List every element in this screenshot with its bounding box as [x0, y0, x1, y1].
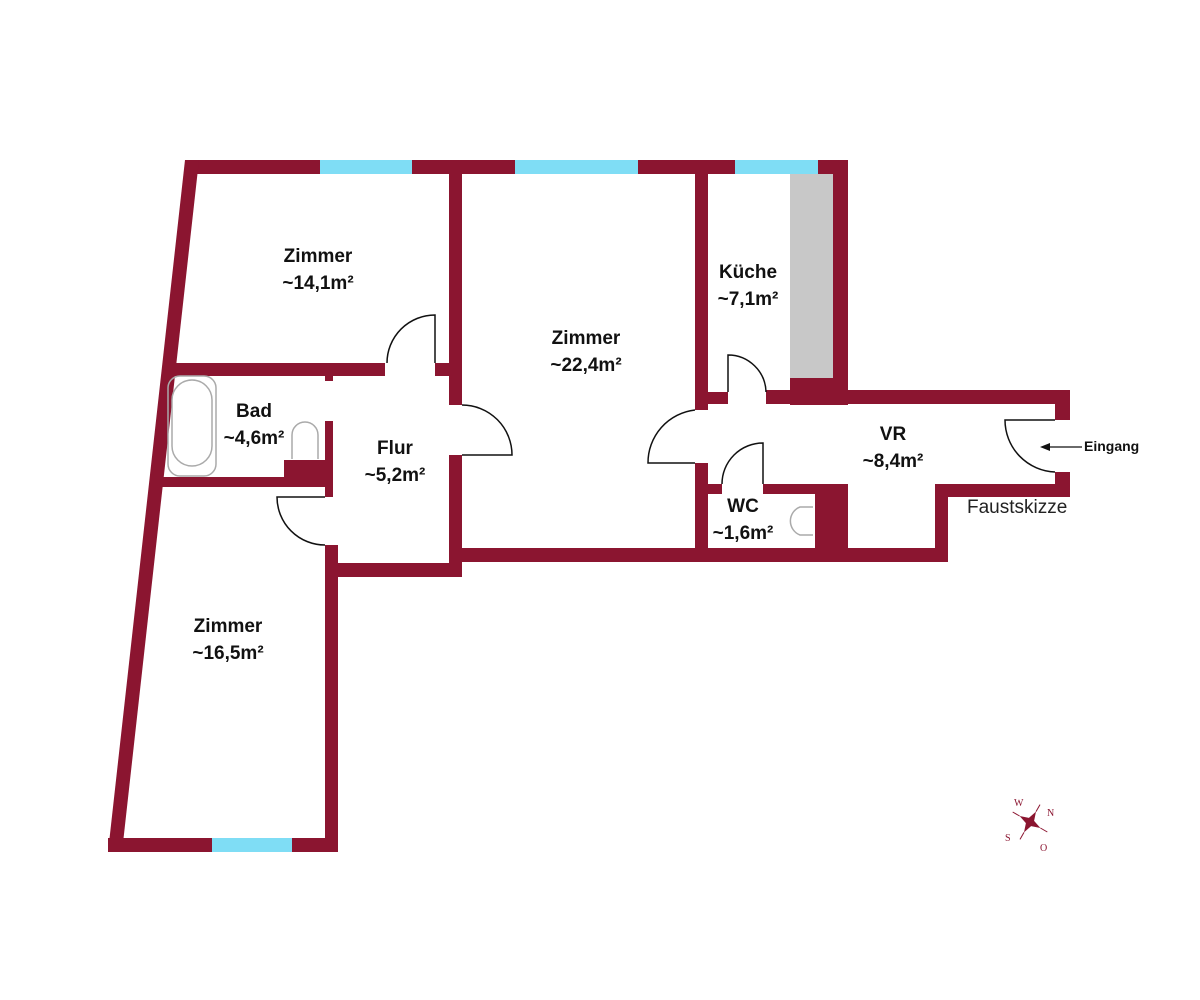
room-name: VR	[879, 424, 907, 445]
compass-n: N	[1047, 808, 1054, 819]
entrance-label: Eingang	[1084, 438, 1140, 454]
room-name: Flur	[377, 438, 413, 459]
room-name: Bad	[236, 401, 272, 422]
room-label-flur: Flur ~5,2m²	[365, 435, 426, 489]
door-zimmer-3	[276, 496, 326, 546]
compass-icon	[1012, 804, 1048, 840]
toilet-bad	[291, 421, 319, 459]
door-zimmer-1	[386, 314, 436, 364]
room-label-zimmer-16: Zimmer ~16,5m²	[192, 613, 263, 667]
room-area: ~5,2m²	[364, 465, 426, 486]
room-name: Zimmer	[283, 246, 353, 267]
door-vr	[647, 409, 696, 464]
entrance-arrow	[1040, 443, 1082, 451]
room-area: ~8,4m²	[862, 451, 924, 472]
toilet-wc	[789, 506, 813, 536]
room-name: Zimmer	[193, 616, 263, 637]
door-zimmer-2	[461, 404, 513, 456]
room-area: ~22,4m²	[550, 355, 622, 376]
kitchen-counter	[790, 174, 833, 378]
windows	[212, 160, 818, 852]
compass-o: O	[1040, 843, 1047, 854]
room-name: WC	[727, 496, 759, 517]
compass-labels: W N S O	[1005, 798, 1054, 854]
room-area: ~1,6m²	[712, 523, 774, 544]
bathtub	[167, 375, 217, 477]
door-wc	[721, 442, 764, 485]
room-label-bad: Bad ~4,6m²	[224, 398, 285, 452]
bathtub-inner	[171, 379, 213, 467]
room-name: Küche	[718, 262, 778, 283]
room-area: ~7,1m²	[717, 289, 779, 310]
room-label-wc: WC ~1,6m²	[713, 493, 774, 547]
fixtures	[167, 375, 813, 536]
room-label-vr: VR ~8,4m²	[863, 421, 924, 475]
room-label-kueche: Küche ~7,1m²	[718, 259, 779, 313]
doors	[276, 314, 1056, 546]
room-area: ~4,6m²	[223, 428, 285, 449]
sketch-note: Faustskizze	[967, 497, 1068, 518]
room-area: ~16,5m²	[192, 643, 264, 664]
room-name: Zimmer	[551, 328, 621, 349]
room-area: ~14,1m²	[282, 273, 354, 294]
compass-s: S	[1005, 833, 1011, 844]
room-label-zimmer-22: Zimmer ~22,4m²	[550, 325, 621, 379]
walls	[108, 160, 1070, 852]
door-kueche	[727, 354, 767, 393]
compass-w: W	[1014, 798, 1024, 809]
room-label-zimmer-14: Zimmer ~14,1m²	[282, 243, 353, 297]
door-entrance	[1004, 419, 1056, 473]
